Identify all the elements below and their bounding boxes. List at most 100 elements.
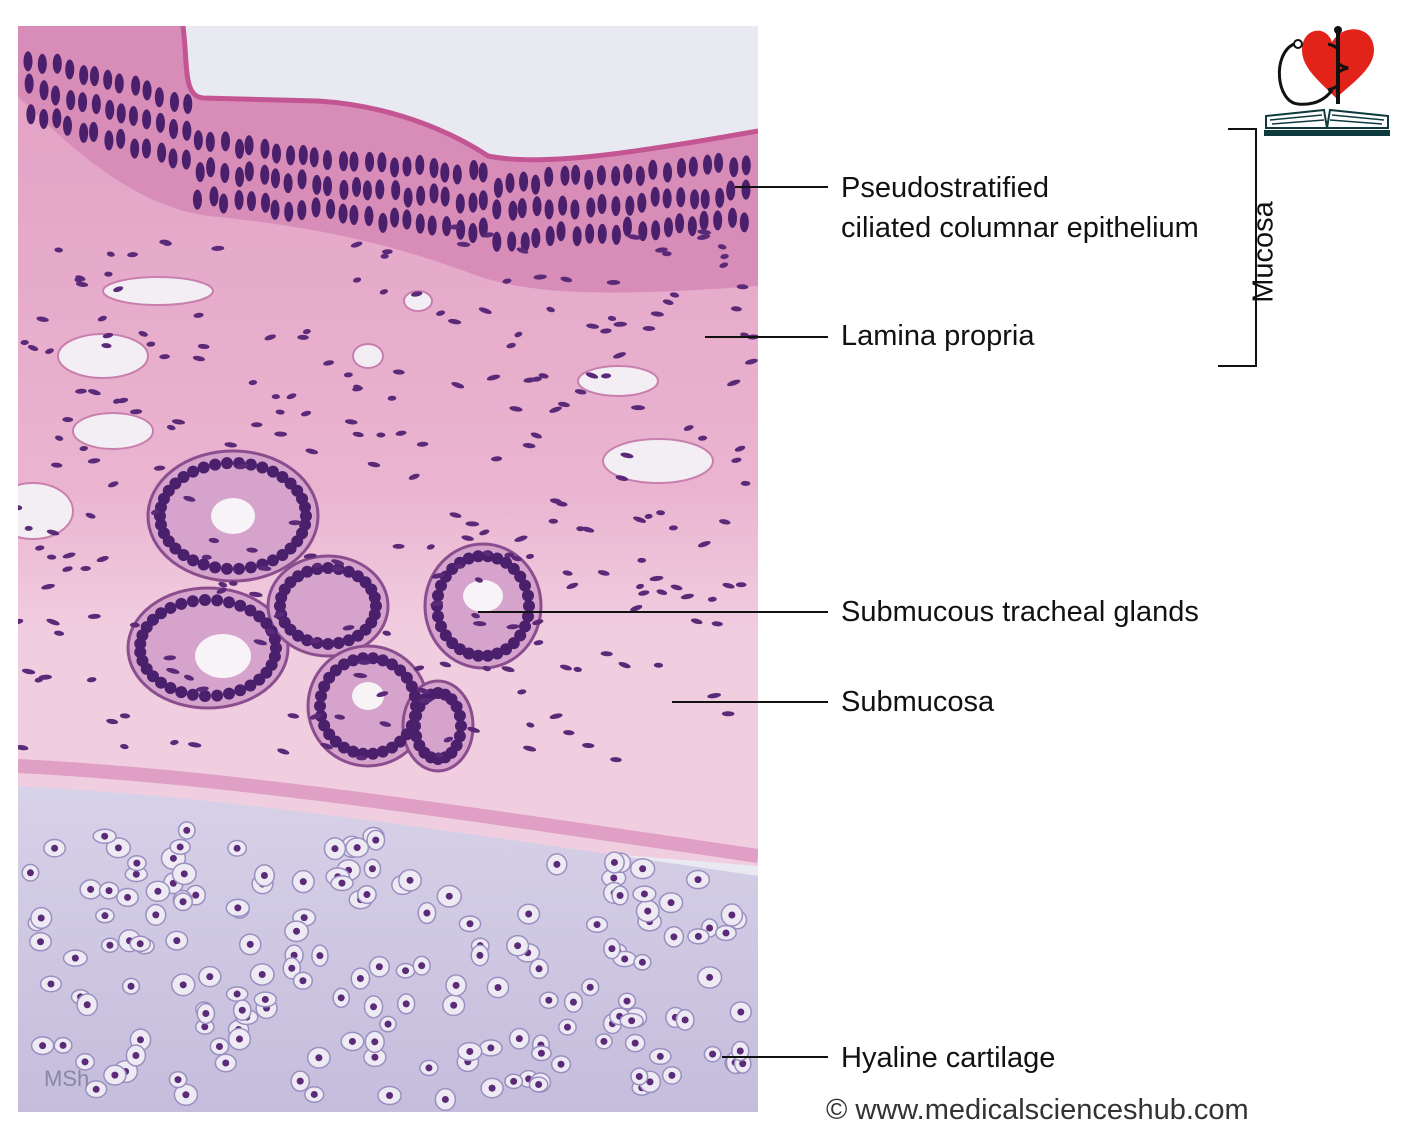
nucleus xyxy=(198,689,211,702)
nucleus xyxy=(566,582,579,590)
nucleus xyxy=(344,419,358,425)
label-hyaline-cartilage: Hyaline cartilage xyxy=(841,1042,1056,1074)
epithelium-band xyxy=(18,26,758,293)
chondrocyte xyxy=(356,884,377,905)
nucleus xyxy=(416,185,426,206)
nucleus xyxy=(600,328,612,334)
nucleus xyxy=(549,406,562,413)
nucleus xyxy=(103,69,113,90)
nucleus xyxy=(715,187,725,208)
nucleus xyxy=(331,559,345,566)
nucleus xyxy=(323,176,333,197)
nucleus xyxy=(727,379,741,387)
nucleus xyxy=(545,226,555,247)
nucleus xyxy=(523,600,535,612)
nucleus xyxy=(235,167,245,188)
chondrocyte xyxy=(563,991,583,1013)
nucleus xyxy=(533,640,544,646)
nucleus xyxy=(181,149,191,170)
nucleus xyxy=(400,671,413,684)
nucleus xyxy=(416,441,429,447)
nucleus xyxy=(26,104,36,125)
nucleus xyxy=(75,281,89,287)
nucleus xyxy=(235,138,245,159)
nucleus xyxy=(187,742,202,748)
nucleus xyxy=(376,432,386,438)
nucleus xyxy=(85,512,96,519)
nucleus xyxy=(429,183,439,204)
nucleus xyxy=(322,150,332,171)
nucleus xyxy=(46,554,57,560)
watermark: MSh xyxy=(44,1066,89,1091)
nucleus xyxy=(260,164,270,185)
nucleus xyxy=(663,162,673,183)
nucleus xyxy=(688,156,698,177)
nucleus xyxy=(456,241,471,247)
nucleus xyxy=(367,652,380,665)
chondrocyte xyxy=(253,991,278,1008)
nucleus xyxy=(332,637,345,650)
nucleus xyxy=(607,315,617,321)
nucleus xyxy=(478,307,492,314)
nucleus xyxy=(197,558,210,571)
label-epithelium: Pseudostratified ciliated columnar epith… xyxy=(841,168,1199,248)
chondrocyte xyxy=(306,1046,331,1069)
nucleus xyxy=(258,565,272,571)
nucleus xyxy=(220,562,233,575)
nucleus xyxy=(159,354,170,360)
nucleus xyxy=(736,284,749,290)
chondrocyte xyxy=(330,875,354,892)
nucleus xyxy=(717,244,727,250)
nucleus xyxy=(322,638,334,650)
chondrocyte xyxy=(506,934,530,957)
nucleus xyxy=(297,334,309,340)
nucleus xyxy=(177,471,190,484)
nucleus xyxy=(511,555,522,562)
nucleus xyxy=(155,676,168,689)
chondrocytes xyxy=(21,821,752,1111)
label-lamina-propria: Lamina propria xyxy=(841,320,1035,352)
nucleus xyxy=(390,157,400,178)
nucleus xyxy=(635,165,645,186)
nucleus xyxy=(186,688,199,701)
nucleus xyxy=(86,677,97,683)
nucleus xyxy=(521,589,534,602)
nucleus xyxy=(731,457,742,463)
nucleus xyxy=(166,667,180,674)
nucleus xyxy=(571,164,581,185)
nucleus xyxy=(218,581,228,588)
nucleus xyxy=(514,331,523,338)
chondrocyte xyxy=(30,1036,55,1056)
label-submucosa: Submucosa xyxy=(841,686,995,718)
chondrocyte xyxy=(171,862,197,886)
nucleus xyxy=(491,647,504,660)
nucleus xyxy=(376,691,389,698)
nucleus xyxy=(347,745,360,758)
nucleus xyxy=(520,232,530,253)
nucleus xyxy=(455,720,467,732)
nucleus xyxy=(697,229,712,235)
chondrocyte xyxy=(624,1033,646,1053)
chondrocyte xyxy=(165,930,189,951)
nucleus xyxy=(62,552,76,559)
nucleus xyxy=(129,622,140,628)
nucleus xyxy=(66,90,76,111)
nucleus xyxy=(364,206,374,227)
nucleus xyxy=(97,315,107,322)
nucleus xyxy=(142,80,152,101)
nucleus xyxy=(662,251,672,257)
nucleus xyxy=(249,591,263,598)
nucleus xyxy=(526,553,534,559)
nucleus xyxy=(154,87,164,108)
nucleus xyxy=(409,720,421,732)
nucleus xyxy=(271,394,280,400)
nucleus xyxy=(413,739,426,752)
nucleus xyxy=(192,355,205,362)
nucleus xyxy=(531,228,541,249)
chondrocyte xyxy=(458,915,482,933)
chondrocyte xyxy=(412,955,431,976)
nucleus xyxy=(478,190,488,211)
nucleus xyxy=(244,561,257,574)
nucleus xyxy=(309,147,319,168)
nucleus xyxy=(87,613,101,619)
